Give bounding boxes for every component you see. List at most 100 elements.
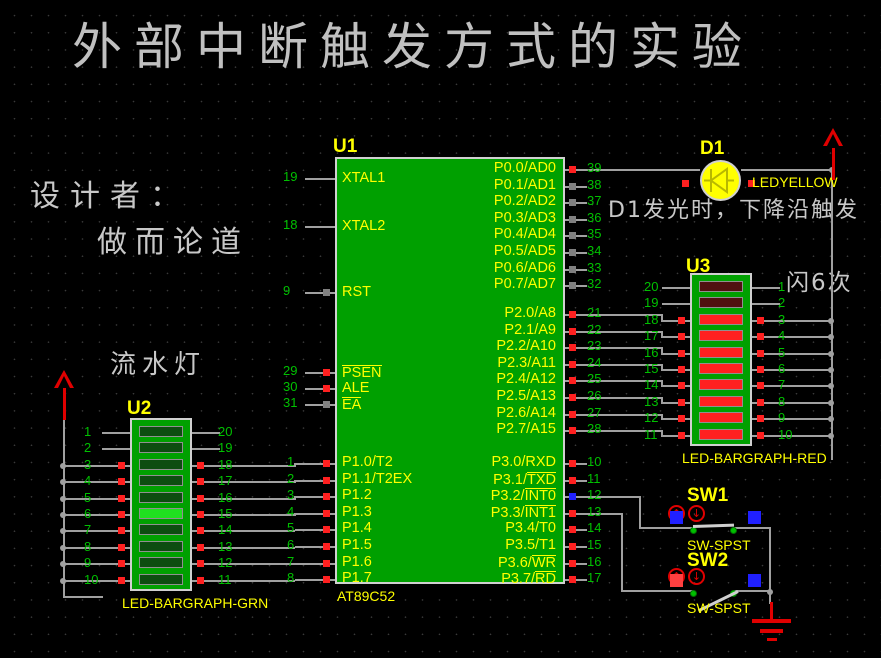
bargraph-segment[interactable] (699, 428, 743, 440)
bargraph-left-pin-number: 12 (644, 410, 659, 426)
u2-ref: U2 (127, 398, 152, 419)
sw1-actuator-down-icon[interactable]: ↓ (688, 505, 705, 522)
bargraph-segment[interactable] (699, 363, 743, 374)
u3-right-net-wire (780, 369, 832, 371)
bargraph-right-pin-wire (192, 514, 220, 516)
bargraph-right-pin-wire (192, 432, 220, 434)
u1-p2-to-u3-jog (661, 397, 663, 404)
u3-right-net-junction (828, 399, 834, 406)
u1-p2-pin-pad (569, 311, 576, 318)
sw1-state-button[interactable] (670, 511, 683, 524)
bargraph-right-pin-number: 1 (778, 279, 786, 294)
sw2-aux-button[interactable] (748, 574, 761, 587)
bargraph-left-pin-wire (662, 336, 690, 339)
sw1-contact-bar[interactable] (692, 523, 735, 528)
u1-body[interactable] (335, 157, 565, 584)
u1-p3-pin-wire (565, 562, 587, 565)
u3-right-net-wire (780, 434, 832, 437)
int1-wire-h2 (621, 590, 694, 592)
bargraph-segment[interactable] (139, 442, 183, 454)
u2-to-u1-wire (220, 530, 295, 533)
bargraph-segment[interactable] (699, 281, 743, 292)
u1-p2-pin-number: 22 (587, 321, 602, 337)
bargraph-segment[interactable] (139, 508, 183, 519)
u2-to-u1-wire (220, 579, 295, 582)
bargraph-segment[interactable] (699, 412, 743, 424)
u1-p2-pin-label: P2.4/A12 (496, 371, 556, 388)
bargraph-left-pin-wire (662, 287, 690, 289)
u1-left-pin-pad (323, 369, 330, 376)
u2-to-u1-wire (220, 546, 295, 549)
u1-p2-pin-wire (565, 430, 587, 433)
bargraph-segment[interactable] (699, 346, 743, 358)
bargraph-right-pin-pad (197, 576, 204, 584)
u1-p3-pin-number: 10 (587, 454, 602, 469)
bargraph-right-pin-wire (192, 546, 220, 549)
u1-p0-pin-label: P0.6/AD6 (493, 259, 556, 276)
bargraph-left-pin-wire (102, 514, 130, 516)
bargraph-right-pin-number: 15 (218, 506, 233, 521)
u1-p2-to-u3-wire (587, 380, 662, 383)
u1-p1-pin-label: P1.2 (342, 487, 372, 504)
bargraph-segment[interactable] (139, 540, 183, 552)
bargraph-left-pin-pad (678, 415, 685, 423)
bargraph-right-pin-number: 9 (778, 410, 786, 426)
bargraph-segment[interactable] (699, 313, 743, 325)
u1-p2-pin-pad (569, 344, 576, 352)
bargraph-left-pin-pad (118, 543, 125, 551)
bargraph-left-pin-number: 15 (644, 361, 659, 376)
bargraph-segment[interactable] (139, 491, 183, 503)
u3-right-net-junction (828, 317, 834, 324)
bargraph-left-pin-wire (662, 434, 690, 437)
bargraph-segment[interactable] (139, 458, 183, 470)
bargraph-right-pin-pad (757, 333, 764, 341)
u1-p0-pin-number: 33 (587, 259, 602, 275)
bargraph-segment[interactable] (699, 379, 743, 391)
u1-p2-pin-label: P2.2/A10 (496, 338, 556, 355)
page-title: 外部中断触发方式的实验 (72, 18, 754, 76)
bargraph-left-pin-pad (118, 560, 125, 568)
bargraph-left-pin-pad (678, 382, 685, 390)
bargraph-segment[interactable] (699, 395, 743, 407)
bargraph-segment[interactable] (699, 330, 743, 342)
sw2-actuator-down-icon[interactable]: ↓ (688, 568, 705, 585)
bargraph-segment[interactable] (139, 557, 183, 569)
u2-left-net-junction (60, 479, 66, 486)
bargraph-left-pin-pad (118, 511, 125, 518)
u1-p2-pin-wire (565, 330, 587, 333)
u1-p0-pin-pad (569, 199, 576, 207)
bargraph-segment[interactable] (139, 475, 183, 487)
u3-ref: U3 (686, 256, 711, 277)
bargraph-left-pin-wire (662, 418, 690, 421)
bargraph-right-pin-number: 20 (218, 424, 233, 439)
u1-p0-pin-wire (565, 218, 587, 221)
vcc-right-arrow-inner (827, 134, 839, 146)
u1-p1-pin-label: P1.3 (342, 503, 372, 520)
int1-wire-v (621, 513, 623, 591)
bargraph-left-pin-wire (102, 579, 130, 582)
u2-left-net-junction (60, 544, 66, 551)
sw2-state-button[interactable] (670, 574, 683, 587)
bargraph-left-pin-number: 20 (644, 279, 659, 294)
bargraph-right-pin-wire (752, 401, 780, 404)
sw1-aux-button[interactable] (748, 511, 761, 524)
u1-p0-pin-number: 32 (587, 276, 602, 292)
bargraph-right-pin-number: 11 (218, 571, 232, 587)
u1-p3-pin-label: P3.7/RD (501, 571, 556, 588)
bargraph-segment[interactable] (139, 573, 183, 585)
bargraph-segment[interactable] (139, 524, 183, 536)
bargraph-segment[interactable] (699, 297, 743, 309)
bargraph-left-pin-number: 16 (644, 344, 659, 360)
u1-p3-pin-pad (569, 493, 576, 501)
u2-left-net-wire (63, 464, 102, 467)
u1-p1-pin-wire (295, 529, 335, 532)
u1-left-pin-label: RST (342, 284, 371, 300)
p00-to-d1-wire (587, 169, 700, 171)
u1-p3-pin-pad (569, 460, 576, 467)
u1-p3-pin-label: P3.0/RXD (491, 454, 556, 470)
vcc-left-bottom (63, 596, 103, 598)
u1-p2-pin-pad (569, 394, 576, 401)
u1-p2-to-u3-tail (661, 385, 662, 388)
bargraph-segment[interactable] (139, 426, 183, 437)
bargraph-left-pin-number: 11 (644, 426, 658, 442)
